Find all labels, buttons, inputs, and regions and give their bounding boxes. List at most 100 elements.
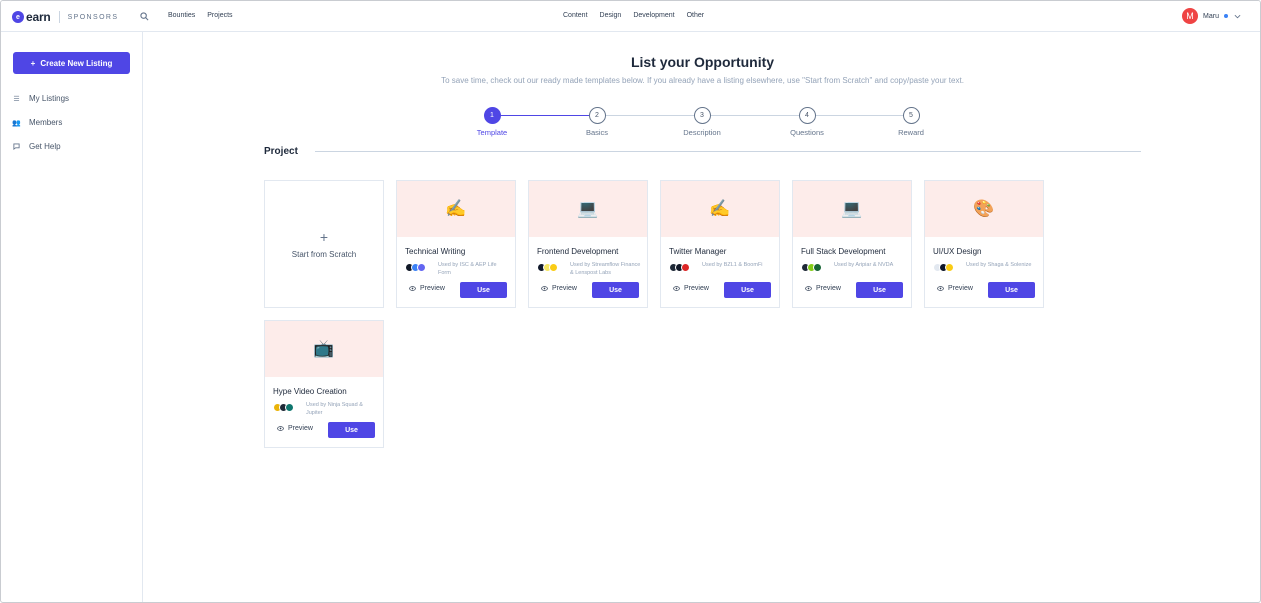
template-thumbnail: ✍️ — [661, 181, 779, 237]
preview-label: Preview — [420, 285, 445, 292]
online-status-dot — [1224, 14, 1228, 18]
nav-bounties[interactable]: Bounties — [168, 12, 196, 19]
template-thumbnail: 🎨 — [925, 181, 1043, 237]
used-by-text: Used by Shaga & Solenize — [966, 262, 1032, 268]
step-circle: 5 — [902, 107, 920, 124]
logo[interactable]: e earn SPONSORS — [12, 10, 118, 24]
sidebar-item-members[interactable]: 👥 Members — [12, 118, 63, 127]
sponsor-avatars — [669, 263, 690, 272]
use-template-button[interactable]: Use — [988, 282, 1035, 298]
template-emoji-icon: 💻 — [841, 199, 863, 218]
used-by-text: Used by Ninja Squad & Jupiter — [306, 402, 363, 416]
eye-icon — [541, 286, 548, 291]
sponsor-avatars — [933, 263, 954, 272]
nav-other[interactable]: Other — [686, 12, 705, 19]
sidebar-item-label: Get Help — [29, 142, 61, 151]
user-name: Maru — [1203, 12, 1219, 20]
use-template-button[interactable]: Use — [328, 422, 375, 438]
eye-icon — [409, 286, 416, 291]
step-description[interactable]: 3 Description — [672, 107, 732, 137]
template-emoji-icon: 🎨 — [973, 199, 995, 218]
preview-button[interactable]: Preview — [805, 285, 841, 292]
preview-button[interactable]: Preview — [541, 285, 577, 292]
list-icon: ☰ — [13, 95, 20, 103]
sidebar-item-label: Members — [29, 118, 63, 127]
preview-button[interactable]: Preview — [937, 285, 973, 292]
preview-label: Preview — [948, 285, 973, 292]
use-template-button[interactable]: Use — [724, 282, 771, 298]
used-by-text: Used by Streamflow Finance & Lenspost La… — [570, 262, 641, 276]
eye-icon — [937, 286, 944, 291]
step-circle: 2 — [588, 107, 606, 124]
sidebar-item-my-listings[interactable]: ☰ My Listings — [13, 94, 69, 103]
step-label: Template — [476, 128, 508, 137]
sidebar-item-get-help[interactable]: Get Help — [13, 142, 61, 151]
top-navbar: e earn SPONSORS Bounties Projects Conten… — [1, 1, 1260, 32]
avatar: M — [1182, 8, 1199, 24]
page-subtitle: To save time, check out our ready made t… — [441, 76, 964, 85]
sponsor-avatar — [417, 263, 426, 272]
preview-label: Preview — [684, 285, 709, 292]
nav-content[interactable]: Content — [563, 12, 588, 19]
step-circle: 3 — [693, 107, 711, 124]
chevron-down-icon — [1234, 14, 1241, 18]
nav-design[interactable]: Design — [599, 12, 622, 19]
sidebar-item-label: My Listings — [29, 94, 70, 103]
logo-text: earn — [26, 10, 51, 24]
preview-button[interactable]: Preview — [277, 425, 313, 432]
step-label: Basics — [585, 128, 609, 137]
template-title: Hype Video Creation — [273, 387, 347, 396]
search-icon[interactable] — [140, 12, 149, 21]
used-by-text: Used by ISC & AEP Life Form — [438, 262, 497, 276]
preview-button[interactable]: Preview — [409, 285, 445, 292]
step-questions[interactable]: 4 Questions — [777, 107, 837, 137]
template-thumbnail: 💻 — [529, 181, 647, 237]
used-by-text: Used by BZL1 & BoomFi — [702, 262, 763, 268]
step-basics[interactable]: 2 Basics — [567, 107, 627, 137]
use-template-button[interactable]: Use — [460, 282, 507, 298]
members-icon: 👥 — [12, 119, 21, 127]
plus-icon: + — [319, 228, 329, 245]
use-template-button[interactable]: Use — [856, 282, 903, 298]
user-menu[interactable]: M Maru — [1182, 8, 1241, 24]
logo-subtitle: SPONSORS — [67, 13, 119, 21]
logo-icon: e — [12, 11, 24, 23]
category-nav: Content Design Development Other — [563, 12, 704, 19]
start-from-scratch-card[interactable]: + Start from Scratch — [264, 180, 384, 308]
create-new-listing-button[interactable]: + Create New Listing — [13, 52, 130, 74]
sponsor-avatars — [801, 263, 822, 272]
use-template-button[interactable]: Use — [592, 282, 639, 298]
template-emoji-icon: ✍️ — [709, 199, 731, 218]
template-title: Twitter Manager — [669, 247, 727, 256]
sponsor-avatar — [681, 263, 690, 272]
step-label: Questions — [790, 128, 824, 137]
sponsor-avatar — [549, 263, 558, 272]
step-connector — [597, 115, 911, 116]
sponsor-avatar — [285, 403, 294, 412]
step-label: Reward — [898, 128, 924, 137]
step-template[interactable]: 1 Template — [462, 107, 522, 137]
template-title: Technical Writing — [405, 247, 466, 256]
step-label: Description — [683, 128, 721, 137]
step-reward[interactable]: 5 Reward — [881, 107, 941, 137]
sponsor-avatar — [945, 263, 954, 272]
nav-development[interactable]: Development — [633, 12, 675, 19]
preview-label: Preview — [288, 425, 313, 432]
sponsor-avatars — [273, 403, 294, 412]
template-thumbnail: 💻 — [793, 181, 911, 237]
nav-projects[interactable]: Projects — [207, 12, 233, 19]
preview-label: Preview — [552, 285, 577, 292]
preview-label: Preview — [816, 285, 841, 292]
preview-button[interactable]: Preview — [673, 285, 709, 292]
scratch-label: Start from Scratch — [291, 249, 357, 259]
template-thumbnail: ✍️ — [397, 181, 515, 237]
eye-icon — [673, 286, 680, 291]
template-title: UI/UX Design — [933, 247, 982, 256]
